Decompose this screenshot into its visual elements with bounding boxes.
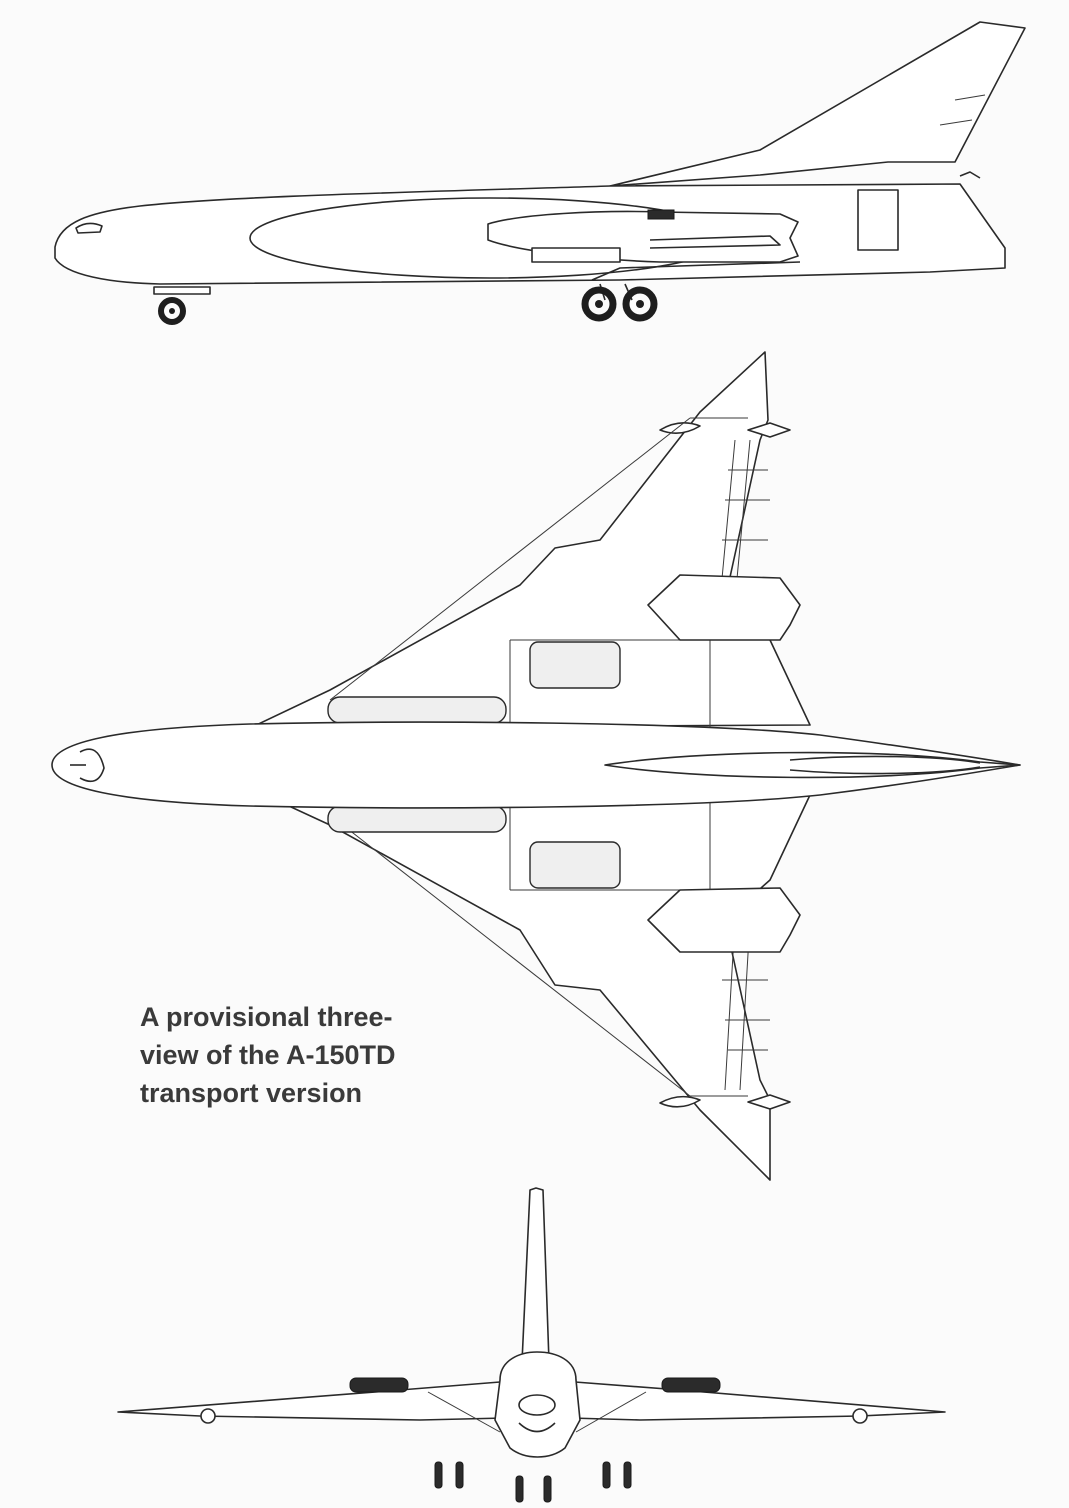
side-view-fin bbox=[609, 21, 1026, 187]
fuel-tank-lower-inner bbox=[327, 805, 507, 833]
caption-line-2: view of the A-150TD bbox=[140, 1040, 396, 1070]
front-view bbox=[117, 1187, 946, 1503]
nose-wheel bbox=[158, 297, 186, 325]
plan-view bbox=[51, 351, 1021, 1181]
main-wheel-front bbox=[581, 286, 617, 322]
plan-view-fin bbox=[604, 751, 1021, 779]
front-view-right-wing bbox=[569, 1381, 946, 1421]
fuel-tank-lower-outer bbox=[529, 841, 621, 889]
plan-view-lower-engine bbox=[647, 887, 801, 953]
main-wheel-rear bbox=[622, 286, 658, 322]
front-view-left-wing bbox=[117, 1381, 506, 1421]
fuel-tank-upper-outer bbox=[529, 641, 621, 689]
plan-view-upper-engine bbox=[647, 574, 801, 641]
plan-view-lower-wing bbox=[249, 787, 811, 1181]
fuel-tank-upper-inner bbox=[327, 696, 507, 724]
side-view bbox=[54, 21, 1026, 325]
front-view-fin bbox=[521, 1187, 550, 1363]
caption-line-3: transport version bbox=[140, 1078, 363, 1108]
figure-caption: A provisional three- view of the A-150TD… bbox=[140, 998, 460, 1112]
caption-line-1: A provisional three- bbox=[140, 1002, 393, 1032]
